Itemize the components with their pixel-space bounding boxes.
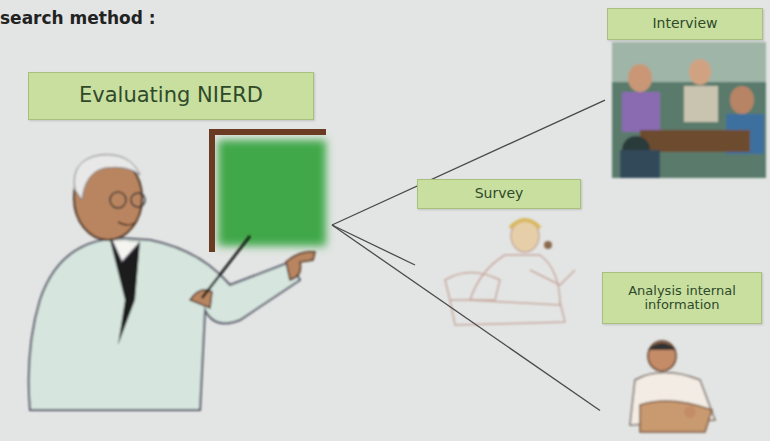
analyst-figure	[630, 341, 715, 432]
connector-line	[332, 225, 600, 411]
method-node: Evaluating NIERD	[20, 72, 332, 412]
method-node: Interview	[605, 8, 765, 183]
blackboard	[212, 132, 326, 252]
connector-line	[332, 100, 605, 225]
heading: search method :	[0, 8, 156, 28]
method-node: Survey	[415, 175, 585, 325]
teacher-figure	[29, 155, 315, 410]
node-label: Evaluating NIERD	[28, 72, 314, 120]
survey-sketch	[445, 220, 575, 325]
node-label: Analysis internal information	[602, 272, 762, 324]
node-label: Survey	[417, 179, 581, 209]
interview-photo	[612, 42, 766, 178]
method-node: Analysis internal information	[600, 272, 765, 441]
node-label: Interview	[607, 8, 763, 40]
connector-line	[332, 225, 415, 265]
